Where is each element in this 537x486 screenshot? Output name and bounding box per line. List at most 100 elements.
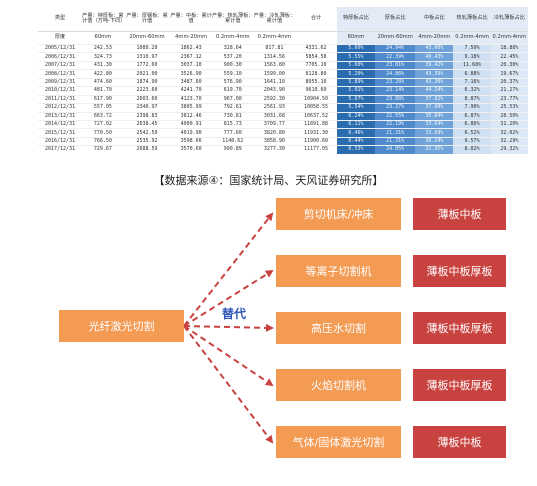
header-cell: 合计 [310, 15, 322, 22]
table-cell: 5.54% [336, 103, 376, 112]
table-cell: 9610.60 [305, 87, 327, 94]
table-cell: 7.90% [453, 103, 491, 112]
table-cell: 328.64 [223, 45, 242, 52]
method-box: 剪切机床/冲床 [276, 198, 401, 230]
table-cell: 6.32% [453, 86, 491, 96]
table-cell: 2005/12/31 [44, 45, 76, 52]
table-cell: 900.30 [223, 62, 242, 69]
application-box: 薄板中板厚板 [413, 312, 506, 344]
table-cell: 5.20% [336, 69, 376, 79]
table-cell: 4331.62 [305, 45, 327, 52]
table-cell: 474.60 [93, 78, 112, 85]
dashed-arrow [183, 325, 274, 444]
table-cell: 4241.70 [180, 87, 202, 94]
thickness-cell: 0.2mm-4mm [253, 31, 296, 45]
table-cell: 6.53% [336, 145, 376, 154]
table-cell: 2012/12/31 [44, 104, 76, 111]
table-cell: 22.45% [490, 52, 528, 62]
table-cell: 32.29% [490, 137, 528, 146]
table-cell: 23.88% [375, 95, 416, 104]
table-cell: 4000.91 [180, 121, 202, 128]
table-cell: 1862.43 [180, 45, 202, 52]
dashed-arrow [183, 212, 274, 327]
table-cell: 8055.10 [305, 78, 327, 85]
table-cell: 324.73 [93, 53, 112, 60]
header-cell: 产量：厚钢板：累计值 [126, 12, 168, 24]
table-cell: 2638.45 [136, 121, 158, 128]
table-cell: 2535.92 [136, 138, 158, 145]
table-cell: 2592.30 [263, 95, 285, 102]
table-cell: 11900.60 [303, 138, 329, 145]
table-cell: 1772.60 [136, 62, 158, 69]
header-cell: 产量：热轧薄板：累计值 [211, 12, 254, 24]
table-cell: 44.14% [415, 86, 454, 96]
table-cell: 10058.55 [303, 104, 329, 111]
table-cell: 21.31% [375, 137, 416, 146]
table-cell: 43.00% [415, 44, 454, 53]
table-cell: 3570.60 [180, 146, 202, 153]
table-cell: 3037.10 [180, 62, 202, 69]
table-cell: 11891.88 [303, 121, 329, 128]
header-cell: 特厚板占比 [336, 7, 376, 32]
table-cell: 1080.20 [136, 45, 158, 52]
table-cell: 32.02% [490, 128, 528, 138]
table-cell: 37.82% [415, 95, 454, 104]
table-cell: 3487.60 [180, 78, 202, 85]
table-cell: 6.86% [453, 120, 491, 129]
table-cell: 43.30% [415, 78, 454, 87]
table-cell: 33.69% [415, 128, 454, 138]
thickness-cell [295, 31, 337, 45]
table-cell: 5.67% [336, 95, 376, 104]
table-cell: 3709.77 [263, 121, 285, 128]
table-cell: 40.43% [415, 52, 454, 62]
table-cell: 2006/12/31 [44, 53, 76, 60]
table-cell: 6.87% [453, 112, 491, 121]
header-cell: 厚板占比 [375, 7, 416, 32]
thickness-cell: 20mm-60mm [375, 31, 416, 45]
table-cell: 422.80 [93, 70, 112, 77]
header-cell: 中板占比 [415, 7, 454, 32]
table-cell: 10904.50 [303, 95, 329, 102]
table-cell: 24.05% [375, 145, 416, 154]
thickness-cell: 4mm-20mm [170, 31, 212, 45]
table-cell: 2009/12/31 [44, 78, 76, 85]
table-cell: 31.20% [490, 120, 528, 129]
table-cell: 1140.62 [222, 138, 244, 145]
table-cell: 730.81 [223, 112, 242, 119]
table-cell: 2542.50 [136, 129, 158, 136]
table-cell: 242.53 [93, 45, 112, 52]
table-cell: 2011/12/31 [44, 95, 76, 102]
table-cell: 2561.93 [263, 104, 285, 111]
table-cell: 7.16% [453, 78, 491, 87]
table-cell: 727.02 [93, 121, 112, 128]
table-cell: 1310.97 [136, 53, 158, 60]
table-cell: 11931.30 [303, 129, 329, 136]
method-box: 高压水切割 [276, 312, 401, 344]
fiber-laser-box: 光纤激光切割 [59, 310, 184, 342]
table-cell: 2021.00 [136, 70, 158, 77]
table-cell: 766.50 [93, 138, 112, 145]
table-cell: 23.77% [490, 95, 528, 104]
method-box: 火焰切割机 [276, 369, 401, 401]
table-cell: 2007/12/31 [44, 62, 76, 69]
table-cell: 617.90 [93, 95, 112, 102]
table-cell: 2015/12/31 [44, 129, 76, 136]
method-box: 气体/固体激光切割 [276, 426, 401, 458]
thickness-row: 厚度 60mm 20mm-60mm 4mm-20mm 0.2mm-4mm 0.2… [38, 31, 528, 45]
table-cell: 28.50% [490, 112, 528, 121]
table-cell: 5.60% [336, 44, 376, 53]
table-cell: 7705.10 [305, 62, 327, 69]
table-cell: 1599.00 [263, 70, 285, 77]
table-cell: 5.89% [336, 78, 376, 87]
table-cell: 31.95% [415, 145, 454, 154]
thickness-cell: 厚度 [38, 31, 83, 45]
table-cell: 817.81 [265, 45, 284, 52]
table-cell: 663.72 [93, 112, 112, 119]
table-cell: 20.30% [490, 61, 528, 70]
table-cell: 3820.80 [263, 129, 285, 136]
